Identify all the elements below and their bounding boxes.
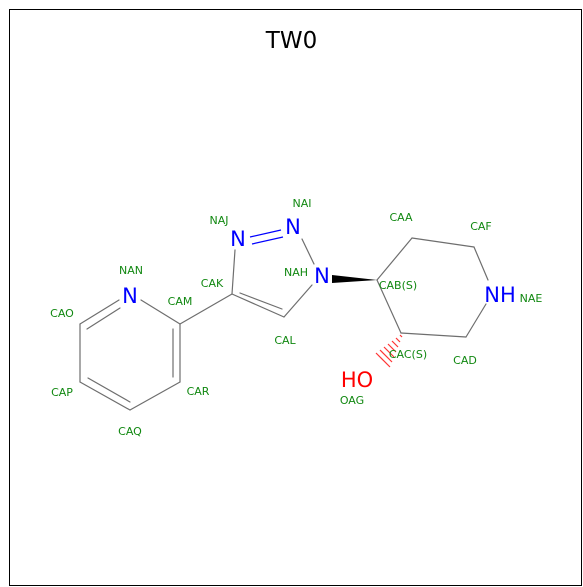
atom-name-cab: CAB(S) — [379, 279, 417, 292]
atom-name-nai: NAI — [293, 197, 312, 210]
atom-name-cap: CAP — [51, 386, 73, 399]
molecule-title: TW0 — [265, 28, 318, 54]
bond-caa-caf — [411, 237, 475, 248]
bond-naj-nai — [249, 229, 282, 238]
atom-name-caa: CAA — [389, 211, 413, 224]
bond-cal-nah — [283, 284, 313, 318]
atom-name-caq: CAQ — [118, 425, 142, 438]
bond-cao-nan-inner — [86, 307, 121, 330]
bond-cak-naj — [231, 249, 236, 295]
bond-cao-nan — [79, 299, 120, 325]
atom-name-caf: CAF — [470, 220, 492, 233]
atom-name-cak: CAK — [201, 277, 224, 290]
atom-nah: N — [314, 264, 330, 288]
bond-caq-cap-inner — [87, 377, 131, 403]
bond-cac-cab — [376, 279, 402, 334]
atom-name-naj: NAJ — [210, 214, 229, 227]
bond-cak-cal-inner — [239, 292, 283, 310]
bond-cak-cal — [231, 293, 285, 318]
bond-naj-nai-inner — [251, 236, 284, 245]
wedge-bond-cab-nah — [332, 275, 377, 283]
bond-cam-cak — [179, 293, 233, 325]
atom-naj: N — [230, 227, 246, 251]
bond-car-caq — [129, 381, 181, 411]
atom-nai: N — [285, 215, 301, 239]
bond-nae-cad — [465, 303, 487, 338]
bond-nan-cam — [140, 299, 181, 325]
bond-cab-caa — [376, 237, 413, 281]
atom-name-nae: NAE — [520, 292, 543, 305]
atom-name-cam: CAM — [168, 295, 193, 308]
hashed-bond-cac-oag — [375, 334, 403, 368]
atom-name-nan: NAN — [119, 264, 143, 277]
atom-oag: HO — [341, 368, 373, 392]
atom-nae: NH — [484, 283, 516, 307]
bond-caf-nae — [473, 246, 489, 281]
atom-name-cal: CAL — [274, 334, 296, 347]
atom-name-oag: OAG — [340, 394, 364, 407]
atom-name-cad: CAD — [453, 354, 477, 367]
atom-name-car: CAR — [187, 385, 210, 398]
atom-name-nah: NAH — [284, 266, 308, 279]
bond-cad-cac — [400, 332, 467, 338]
bond-caq-cap — [79, 381, 131, 411]
atom-name-cao: CAO — [50, 307, 74, 320]
atom-nan: N — [122, 284, 138, 308]
atom-name-cac: CAC(S) — [389, 348, 427, 361]
diagram-frame — [9, 9, 582, 586]
bond-nah-nai — [301, 238, 315, 265]
